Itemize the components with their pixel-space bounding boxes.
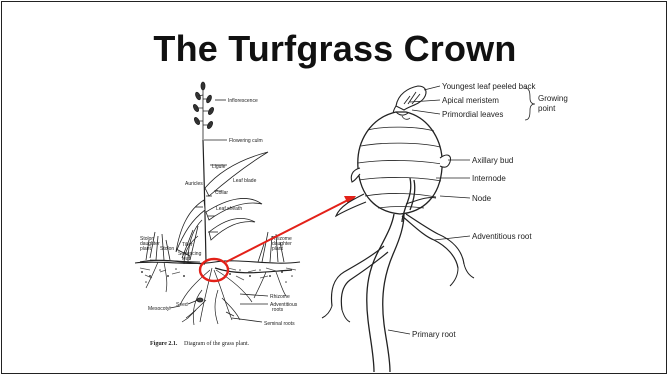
label-stolon-daughter-3: plant bbox=[140, 246, 151, 252]
label-growing-1: Growing bbox=[538, 94, 568, 103]
label-axillary-bud: Axillary bud bbox=[472, 156, 513, 165]
figure-caption-text: Diagram of the grass plant. bbox=[184, 340, 250, 347]
label-ligule: Ligule bbox=[212, 164, 226, 170]
grass-plant-labels: Inflorescence Flowering culm Ligule Leaf… bbox=[140, 98, 298, 347]
plant-roots bbox=[146, 262, 286, 325]
label-collar: Collar bbox=[215, 190, 228, 196]
label-rhizome: Rhizome bbox=[270, 294, 290, 300]
inflorescence-drawing bbox=[192, 82, 226, 140]
crown-labels: Youngest leaf peeled back Apical meriste… bbox=[412, 82, 568, 339]
label-primary-root: Primary root bbox=[412, 330, 456, 339]
label-tiller: Tiller bbox=[182, 242, 193, 248]
label-flowering-culm: Flowering culm bbox=[229, 138, 263, 144]
figure-caption-number: Figure 2.1. bbox=[150, 341, 178, 347]
label-internode: Internode bbox=[472, 174, 506, 183]
label-seminal-roots: Seminal roots bbox=[264, 321, 295, 327]
label-mesocotyl: Mesocotyl bbox=[148, 306, 171, 312]
label-adventitious-root: Adventitious root bbox=[472, 232, 532, 241]
label-apical-meristem: Apical meristem bbox=[442, 96, 499, 105]
label-senescing-2: leaf bbox=[182, 256, 191, 262]
grass-plant-diagram bbox=[135, 82, 300, 325]
label-primordial-leaves: Primordial leaves bbox=[442, 110, 503, 119]
label-auricles: Auricles bbox=[185, 181, 203, 187]
label-seed: Seed bbox=[176, 302, 188, 308]
label-inflorescence: Inflorescence bbox=[228, 98, 258, 104]
label-node: Node bbox=[472, 194, 492, 203]
label-leaf-sheath: Leaf sheath bbox=[216, 206, 242, 212]
label-adventitious-2: roots bbox=[272, 307, 284, 313]
label-stolon: Stolon bbox=[160, 246, 174, 252]
label-growing-2: point bbox=[538, 104, 556, 113]
label-youngest-leaf: Youngest leaf peeled back bbox=[442, 82, 537, 91]
label-leaf-blade: Leaf blade bbox=[233, 178, 257, 184]
label-rhizome-daughter-3: plant bbox=[272, 246, 283, 252]
crown-arrow-line bbox=[226, 200, 348, 262]
